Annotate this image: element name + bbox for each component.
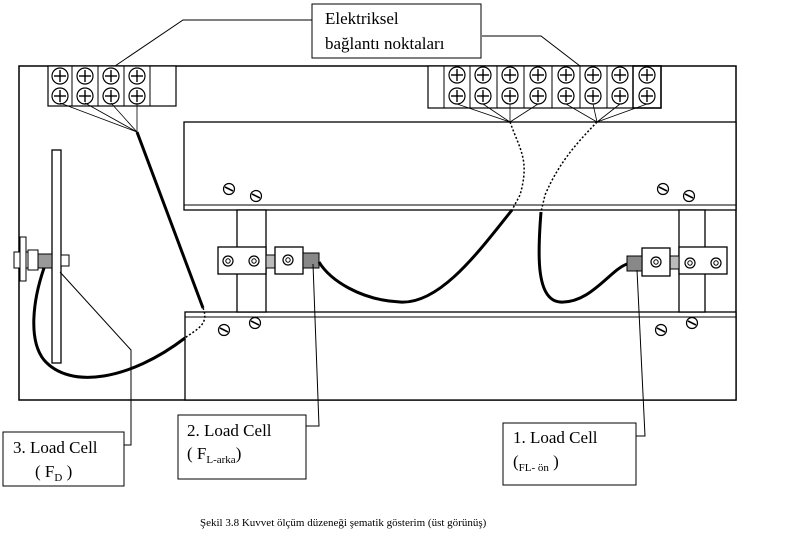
label-load-cell-3: 3. Load Cell ( FD )	[2, 431, 125, 487]
elektriksel-line2: bağlantı noktaları	[325, 34, 445, 53]
lower-rail	[184, 311, 737, 401]
label-load-cell-1: 1. Load Cell (FL- ön )	[502, 422, 637, 486]
terminal-block-right	[427, 65, 662, 109]
bracket-right	[678, 209, 728, 313]
load-cell-1	[626, 247, 680, 277]
lc1-symbol: (FL- ön )	[513, 452, 559, 474]
lc3-symbol: ( FD )	[35, 462, 72, 484]
lc2-title: 2. Load Cell	[187, 421, 272, 440]
lc3-title: 3. Load Cell	[13, 438, 98, 457]
bracket-left	[217, 209, 267, 313]
lc1-title: 1. Load Cell	[513, 428, 598, 447]
load-cell-3	[13, 149, 70, 364]
elektriksel-line1: Elektriksel	[325, 9, 399, 28]
figure-caption: Şekil 3.8 Kuvvet ölçüm düzeneği şematik …	[200, 517, 487, 529]
label-load-cell-2: 2. Load Cell ( FL-arka)	[177, 414, 307, 480]
lc2-symbol: ( FL-arka)	[187, 444, 241, 466]
load-cell-2	[265, 246, 320, 275]
terminal-block-left	[47, 65, 177, 107]
label-elektriksel: Elektriksel bağlantı noktaları	[311, 3, 482, 59]
upper-rail	[183, 121, 737, 211]
